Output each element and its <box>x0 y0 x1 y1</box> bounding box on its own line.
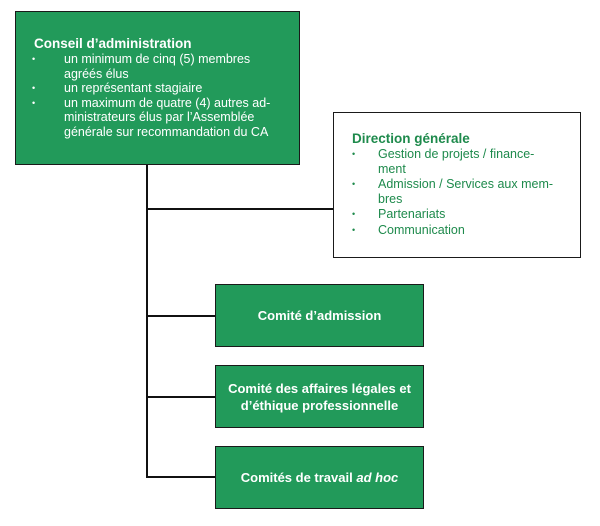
direction-responsibility-list: • Gestion de projets / finance- ment • A… <box>352 147 574 238</box>
bullet-icon: • <box>32 97 36 108</box>
direction-item-communication: • Communication <box>352 222 465 237</box>
committee-admission-label: Comité d’admission <box>257 308 382 323</box>
direction-item-projects-finance: • Gestion de projets / finance- ment <box>352 147 535 176</box>
bullet-icon: • <box>352 209 356 220</box>
direction-item-admission-services: • Admission / Services aux mem- bres <box>352 177 554 206</box>
executive-direction-box: Direction générale • Gestion de projets … <box>333 112 581 258</box>
connector-committee-legal <box>146 396 215 398</box>
board-of-directors-box: Conseil d’administration • un minimum de… <box>15 11 300 165</box>
connector-direction <box>146 208 333 210</box>
connector-committee-admission <box>146 315 215 317</box>
bullet-icon: • <box>32 54 36 64</box>
board-member-list: • un minimum de cinq (5) membres agréés … <box>32 52 291 140</box>
board-item-intern-rep: • un représentant stagiaire <box>32 81 203 96</box>
committee-adhoc-label: Comités de travail ad hoc <box>240 470 399 485</box>
bullet-icon: • <box>32 83 36 94</box>
committee-admission-box: Comité d’admission <box>215 284 424 347</box>
board-title: Conseil d’administration <box>34 36 192 51</box>
committee-legal-ethics-box: Comité des affaires légales et d’éthique… <box>215 365 424 428</box>
bullet-icon: • <box>352 149 356 159</box>
direction-item-partnerships: • Partenariats <box>352 207 446 222</box>
committee-adhoc-box: Comités de travail ad hoc <box>215 446 424 509</box>
direction-title: Direction générale <box>352 131 470 146</box>
board-item-other-admins: • un maximum de quatre (4) autres ad- mi… <box>32 95 271 139</box>
committee-legal-ethics-label: Comité des affaires légales et d’éthique… <box>228 380 411 413</box>
board-item-elected-members: • un minimum de cinq (5) membres agréés … <box>32 52 251 81</box>
trunk-line <box>146 165 148 477</box>
bullet-icon: • <box>352 224 356 235</box>
connector-committee-adhoc <box>146 476 215 478</box>
bullet-icon: • <box>352 179 356 190</box>
